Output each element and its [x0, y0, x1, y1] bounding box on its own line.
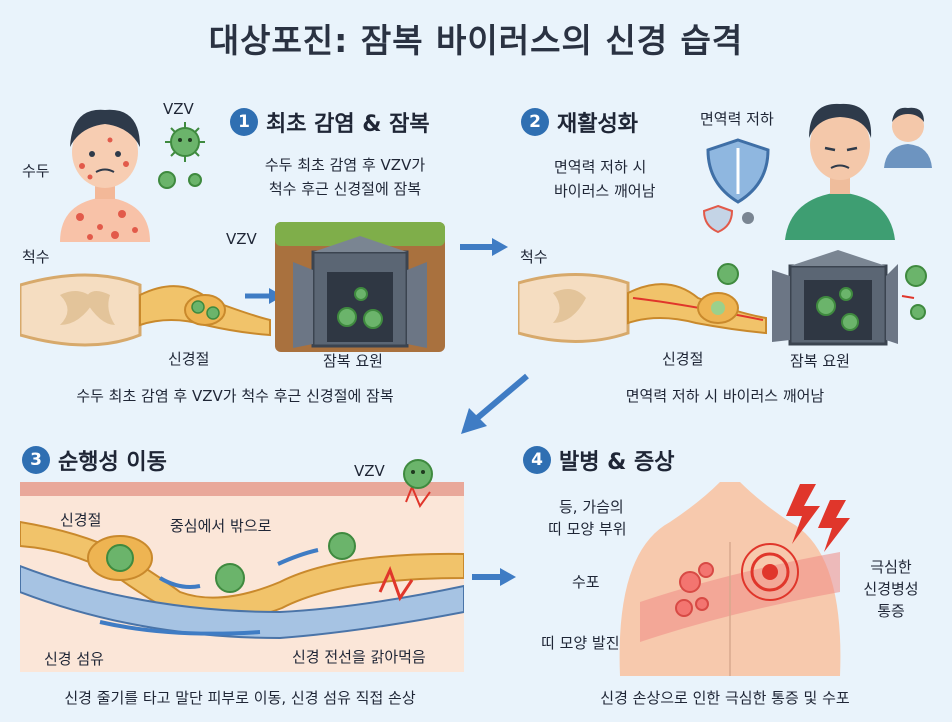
- lightning-icon: [786, 484, 850, 552]
- virus-icon: [158, 122, 205, 189]
- damage-label: 신경 전선을 갉아먹음: [292, 648, 426, 666]
- step1-badge: 1: [230, 108, 258, 136]
- pain-label-line3: 통증: [877, 602, 905, 620]
- vault-icon: [772, 250, 927, 346]
- child-label: 수두: [22, 162, 50, 180]
- shield-icon: [702, 138, 770, 234]
- step4-title: 발병 & 증상: [559, 450, 675, 475]
- step2-caption: 면역력 저하 시 바이러스 깨어남: [625, 387, 825, 405]
- virus-icon: [403, 459, 433, 489]
- nerve-fiber-migration-diagram: [20, 482, 464, 672]
- arrow-icon: [472, 568, 516, 586]
- step1-desc-line2: 척수 후근 신경절에 잠복: [268, 180, 422, 198]
- step2-desc-line1: 면역력 저하 시: [554, 158, 647, 176]
- immune-label: 면역력 저하: [700, 110, 774, 128]
- step4-caption: 신경 손상으로 인한 극심한 통증 및 수포: [600, 689, 850, 707]
- step4-badge: 4: [523, 446, 551, 474]
- pain-label-line1: 극심한: [870, 558, 912, 576]
- vault-icon: [275, 222, 445, 352]
- spinal-cord-ganglion-diagram: [20, 273, 271, 347]
- ganglion-label-3: 신경절: [60, 511, 102, 529]
- step1-desc-line1: 수두 최초 감염 후 VZV가: [264, 156, 426, 174]
- location-label-line1: 등, 가슴의: [559, 498, 624, 516]
- arrow-icon: [461, 373, 529, 434]
- virus-label-2: VZV: [226, 230, 257, 248]
- step1-title: 최초 감염 & 잠복: [266, 112, 430, 137]
- step2-title: 재활성화: [557, 112, 638, 137]
- rash-label: 띠 모양 발진: [541, 634, 620, 652]
- virus-label-3: VZV: [354, 462, 385, 480]
- ganglion-label-2: 신경절: [662, 350, 704, 368]
- ganglion-label-1: 신경절: [168, 350, 210, 368]
- step3-caption: 신경 줄기를 타고 말단 피부로 이동, 신경 섬유 직접 손상: [64, 689, 416, 707]
- vault-label-1: 잠복 요원: [323, 352, 383, 370]
- location-label-line2: 띠 모양 부위: [548, 520, 627, 538]
- vault-label-2: 잠복 요원: [790, 352, 850, 370]
- spine-label-2: 척수: [520, 248, 548, 266]
- step3-badge: 3: [22, 446, 50, 474]
- direction-label: 중심에서 밖으로: [170, 517, 272, 535]
- step2-desc-line2: 바이러스 깨어남: [554, 182, 656, 200]
- step1-caption: 수두 최초 감염 후 VZV가 척수 후근 신경절에 잠복: [76, 387, 394, 405]
- page-title: 대상포진: 잠복 바이러스의 신경 습격: [208, 21, 744, 60]
- reactivation-ganglion-diagram: [518, 263, 767, 343]
- sick-adult-illustration: [785, 103, 895, 240]
- child-with-chickenpox-illustration: [60, 109, 150, 242]
- blister-label: 수포: [572, 573, 600, 591]
- virus-label-1: VZV: [163, 100, 194, 118]
- spine-label-1: 척수: [22, 248, 50, 266]
- pain-label-line2: 신경병성: [863, 580, 919, 598]
- tired-person-icon: [884, 107, 932, 168]
- fiber-label: 신경 섬유: [44, 650, 104, 668]
- torso-rash-illustration: [619, 482, 841, 676]
- arrow-icon: [460, 238, 508, 256]
- step2-badge: 2: [521, 108, 549, 136]
- step3-title: 순행성 이동: [58, 450, 167, 475]
